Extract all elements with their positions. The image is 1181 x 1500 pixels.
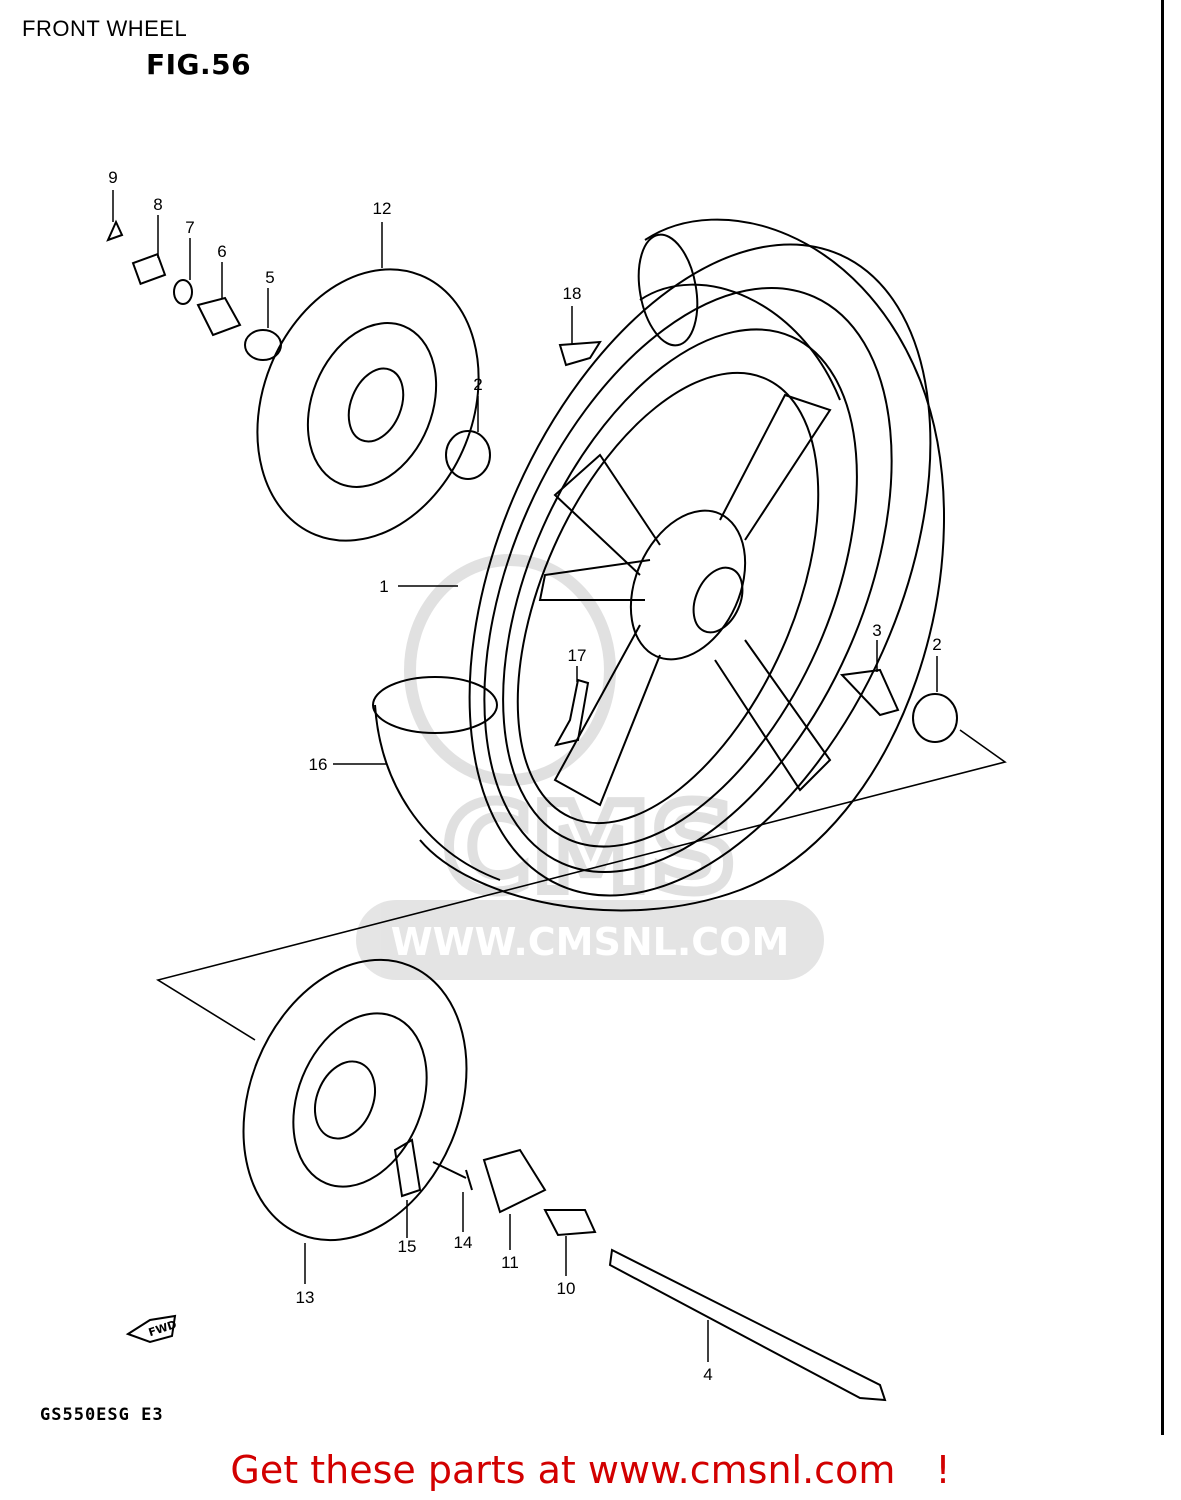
small-parts <box>106 219 958 1402</box>
brake-disc-lower <box>242 958 468 1242</box>
fwd-arrow-icon: FWD <box>125 1314 178 1344</box>
frame-border <box>1161 0 1164 1435</box>
callout-5: 5 <box>265 268 274 287</box>
callout-17: 17 <box>568 646 587 665</box>
callout-3: 3 <box>872 621 881 640</box>
wheel-rim <box>468 243 932 897</box>
page-title: FRONT WHEEL <box>22 16 188 41</box>
callout-13: 13 <box>296 1288 315 1307</box>
watermark-brand: CMS <box>443 780 737 919</box>
callout-6: 6 <box>217 242 226 261</box>
callout-2-upper: 2 <box>473 375 482 394</box>
callout-14: 14 <box>454 1233 473 1252</box>
callout-15: 15 <box>398 1237 417 1256</box>
callout-10: 10 <box>557 1279 576 1298</box>
cta-link[interactable]: Get these parts at www.cmsnl.com <box>230 1448 896 1492</box>
figure-number: FIG.56 <box>146 48 252 81</box>
callout-labels: 9 8 7 6 5 12 2 18 1 3 2 17 16 13 15 14 1… <box>108 168 941 1384</box>
parts-diagram: CMS WWW.CMSNL.COM <box>106 168 1007 1402</box>
leader-lines <box>112 190 938 1362</box>
watermark-url: WWW.CMSNL.COM <box>391 920 790 964</box>
callout-8: 8 <box>153 195 162 214</box>
watermark: CMS WWW.CMSNL.COM <box>356 554 824 980</box>
callout-16: 16 <box>309 755 328 774</box>
callout-2-lower: 2 <box>932 635 941 654</box>
cta-banner[interactable]: Get these parts at www.cmsnl.com! <box>0 1448 1181 1492</box>
brake-disc-upper <box>256 268 480 542</box>
callout-7: 7 <box>185 218 194 237</box>
callout-4: 4 <box>703 1365 712 1384</box>
assembly-plane <box>155 729 1007 1041</box>
callout-18: 18 <box>563 284 582 303</box>
callout-12: 12 <box>373 199 392 218</box>
callout-11: 11 <box>501 1253 519 1272</box>
tire <box>372 218 946 912</box>
callout-1: 1 <box>379 577 388 596</box>
cta-exclamation: ! <box>935 1448 951 1492</box>
callout-9: 9 <box>108 168 117 187</box>
model-code: GS550ESG E3 <box>40 1405 164 1425</box>
